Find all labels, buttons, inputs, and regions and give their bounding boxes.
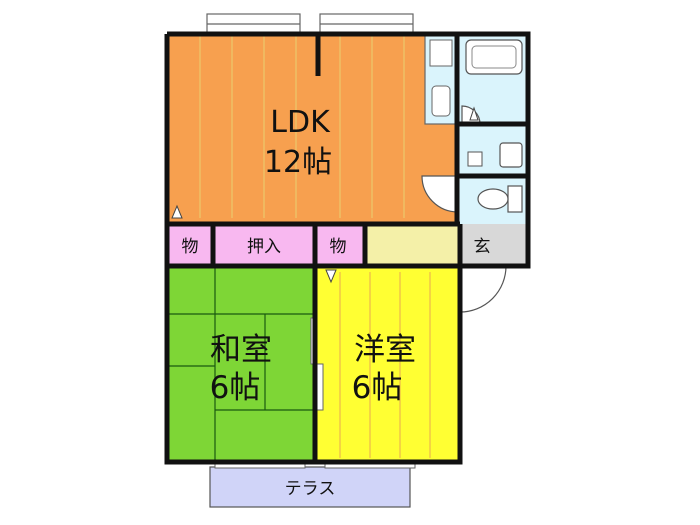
washer-icon xyxy=(467,151,483,167)
genkan-label: 玄 xyxy=(474,237,491,257)
washbasin-icon xyxy=(499,142,523,168)
top-windows xyxy=(206,13,414,35)
ldk-floor xyxy=(167,34,457,224)
oshiire xyxy=(213,224,315,266)
youshitsu-floor-lines xyxy=(339,272,431,458)
hallway-floor xyxy=(365,224,460,266)
closet-left-label: 物 xyxy=(182,237,199,257)
kitchen-counter xyxy=(424,33,458,125)
closet-left xyxy=(167,224,213,266)
youshitsu-floor xyxy=(317,266,460,462)
walls xyxy=(164,31,531,465)
terrace xyxy=(209,466,411,508)
closet-right-label: 物 xyxy=(330,237,347,257)
entry-door xyxy=(459,265,507,313)
closet-right xyxy=(315,224,365,266)
bathtub-icon xyxy=(465,39,523,75)
door-markers xyxy=(171,106,479,284)
terrace-label: テラス xyxy=(285,479,336,499)
ldk-size: 12帖 xyxy=(264,145,332,180)
toilet-icon xyxy=(477,185,523,213)
genkan-floor xyxy=(460,224,528,266)
youshitsu-size: 6帖 xyxy=(352,370,403,406)
washitsu-size: 6帖 xyxy=(210,370,261,406)
ldk-name: LDK xyxy=(270,105,331,140)
washitsu-floor xyxy=(167,266,315,462)
washitsu-name: 和室 xyxy=(210,332,272,368)
tatami-lines xyxy=(167,266,315,462)
youshitsu-name: 洋室 xyxy=(354,332,416,368)
oshiire-label: 押入 xyxy=(247,237,281,257)
ldk-floor-lines xyxy=(199,34,405,218)
